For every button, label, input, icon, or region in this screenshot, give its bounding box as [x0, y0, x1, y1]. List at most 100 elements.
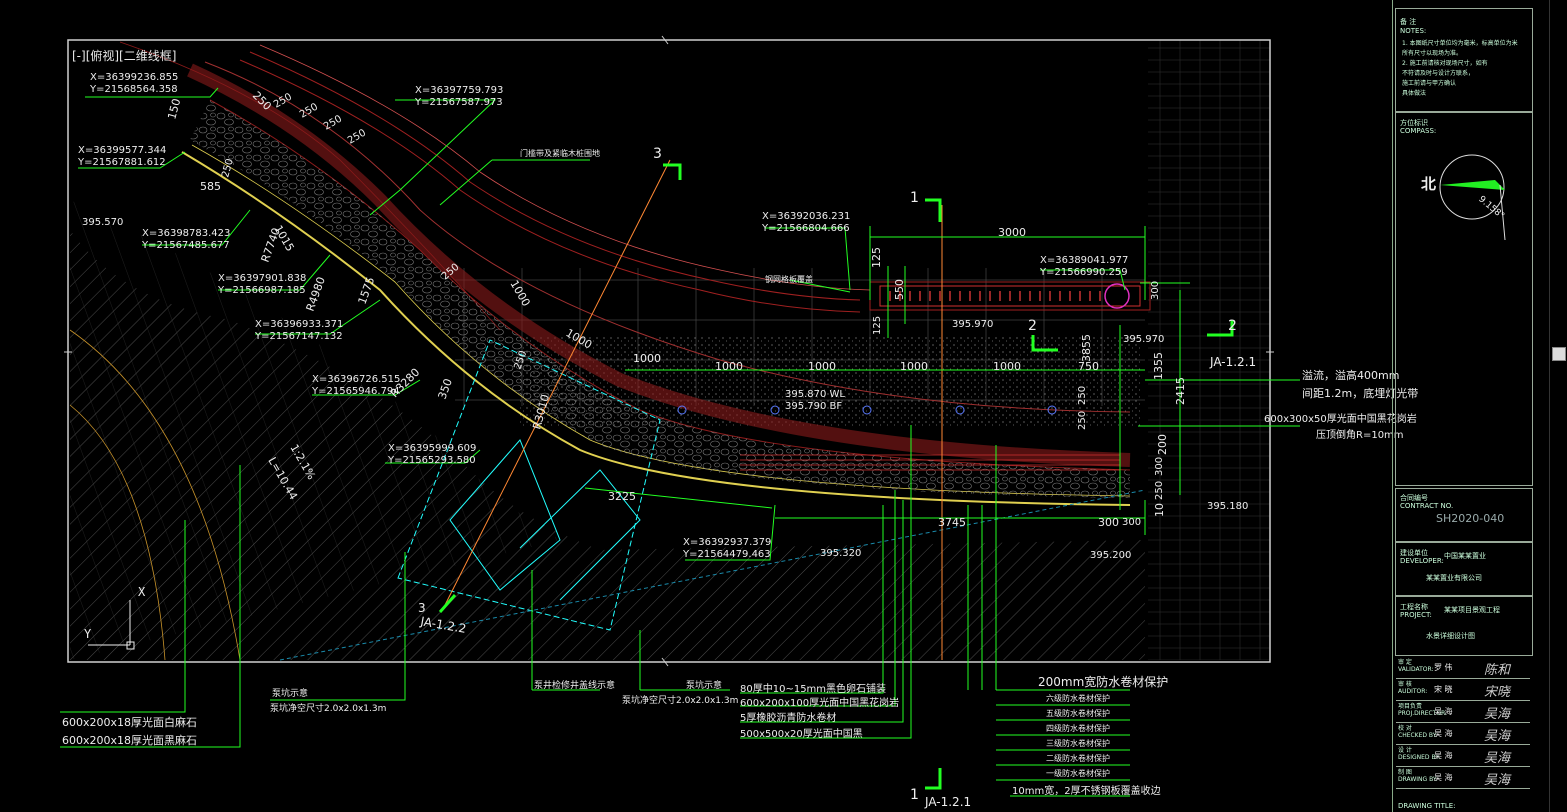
stone-band [190, 100, 1130, 498]
section-mark: 3 [418, 601, 426, 615]
ground-hatch [70, 40, 1270, 660]
project-name-1: 某某项目景观工程 [1444, 606, 1500, 614]
vertical-scrollbar[interactable] [1549, 0, 1567, 812]
nozzles [677, 405, 1057, 415]
role-en: PROJ.DIRECTOR: [1398, 710, 1448, 717]
dimension-label: 1000 [633, 352, 661, 365]
callout-label: 80厚中10~15mm黑色卵石铺装 [740, 682, 886, 695]
section-markers [438, 163, 1234, 790]
callout-label: 六级防水卷材保护 [1046, 693, 1110, 703]
role-name: 吴 海 [1434, 751, 1453, 760]
coordinate-y: Y=21565946.794 [311, 386, 400, 397]
note-line: 具体做法 [1402, 90, 1427, 97]
elevation-label: 395.870 WL [785, 389, 845, 400]
section-line-3 [444, 159, 671, 606]
contract-number: SH2020-040 [1436, 512, 1505, 525]
coordinate-x: X=36398783.423 [142, 228, 230, 239]
role-cn: 审 定 [1398, 659, 1412, 666]
dimension-label: 125 [872, 316, 883, 335]
contract-en: CONTRACT NO. [1400, 502, 1454, 510]
dimension-label: 3225 [608, 490, 636, 503]
callout-label: 二级防水卷材保护 [1046, 753, 1110, 763]
dimension-label: 250 [346, 128, 368, 147]
signature: 宋晓 [1484, 685, 1511, 700]
callout-label: 钢网格板覆盖 [765, 274, 813, 284]
dimension-label: 585 [200, 180, 221, 193]
coordinate-y: Y=21564479.463 [682, 549, 771, 560]
project-box: 工程名称 PROJECT: 某某项目景观工程 水景详细设计图 [1395, 596, 1533, 656]
section-mark: 1 [910, 190, 919, 206]
north-label: 北 [1421, 175, 1437, 193]
coordinate-y: Y=21567881.612 [77, 157, 166, 168]
scrollbar-thumb[interactable] [1552, 347, 1566, 361]
elevation-label: 395.790 BF [785, 401, 842, 412]
role-name: 吴 海 [1434, 729, 1453, 738]
dimension-label: 250 [220, 157, 236, 178]
dimension-label: 250 [1154, 481, 1165, 500]
dimension-label: 1575 [356, 275, 378, 306]
signature: 吴海 [1484, 751, 1511, 766]
compass-box: 方位标识 COMPASS: 北 9.158° [1395, 112, 1533, 486]
notes-en: NOTES: [1400, 27, 1427, 35]
drawing-title-en: DRAWING TITLE: [1398, 802, 1456, 810]
callout-label: 一级防水卷材保护 [1046, 768, 1110, 778]
coordinate-y: Y=21567485.677 [141, 240, 230, 251]
callout-label: 泵坑净空尺寸2.0x2.0x1.3m [270, 702, 386, 714]
dimension-label: 750 [1078, 360, 1099, 373]
coordinate-y: Y=21567587.973 [414, 97, 503, 108]
compass-en: COMPASS: [1400, 127, 1437, 135]
dimension-label: 1000 [808, 360, 836, 373]
dimension-label: 300 [1150, 281, 1161, 300]
compass-label: 方位标识 [1400, 119, 1428, 127]
project-label: 工程名称 [1400, 603, 1428, 611]
callout-label: 三级防水卷材保护 [1046, 738, 1110, 748]
role-en: DESIGNED BY: [1398, 754, 1441, 761]
contract-box: 合同编号 CONTRACT NO. [1395, 488, 1533, 542]
pump-pit-outlines [279, 339, 1146, 661]
dimension-label: 350 [436, 377, 455, 401]
callout-label: 五级防水卷材保护 [1046, 708, 1110, 718]
elevation-label: 395.570 [82, 217, 123, 228]
callout-label: 泵坑示意 [686, 679, 722, 691]
developer-name-1: 中国某某置业 [1444, 552, 1486, 560]
callout-label: 600x200x18厚光面白麻石 [62, 715, 197, 729]
signature: 吴海 [1484, 729, 1511, 744]
coordinate-x: X=36399236.855 [90, 72, 178, 83]
role-cn: 制 图 [1398, 769, 1412, 776]
developer-box: 建设单位 DEVELOPER: 中国某某置业 某某置业有限公司 [1395, 542, 1533, 596]
coordinate-y: Y=21568564.358 [89, 84, 178, 95]
viewport-label[interactable]: [-][俯视][二维线框] [72, 49, 177, 63]
dimension-label: 3000 [998, 226, 1026, 239]
leader-lines [60, 87, 1300, 797]
contract-label: 合同编号 [1400, 494, 1428, 502]
developer-label: 建设单位 [1400, 549, 1428, 557]
dimension-label: 150 [165, 97, 183, 121]
note-line: 所有尺寸以现场为准。 [1402, 50, 1463, 57]
dimension-label: 10 [1153, 503, 1166, 517]
coordinate-y: Y=21566804.666 [761, 223, 850, 234]
callout-label: 泵坑净空尺寸2.0x2.0x1.3m [622, 694, 738, 706]
callout-label: 泵井检修井盖线示意 [534, 679, 615, 691]
section-mark: JA-1.2.1 [924, 795, 971, 809]
coordinate-x: X=36395999.609 [388, 443, 476, 454]
dimension-label: 550 [893, 279, 906, 300]
role-cn: 校 对 [1398, 725, 1412, 732]
callout-label: 门槛带及紧临木桩围地 [520, 148, 600, 158]
role-en: AUDITOR: [1398, 688, 1428, 695]
elevation-label: 395.180 [1207, 501, 1248, 512]
notes-list: 1. 本图纸尺寸单位均为毫米，标高单位为米 所有尺寸以现场为准。2. 施工前请核… [1402, 39, 1518, 99]
callout-label: 600x300x50厚光面中国黑花岗岩 [1264, 412, 1417, 425]
callout-label: 5厚橡胶沥青防水卷材 [740, 711, 836, 724]
section-mark: JA-1.2.1 [1209, 355, 1256, 369]
role-name: 吴 海 [1434, 707, 1453, 716]
dimension-label: 250 [1077, 386, 1088, 405]
section-mark: 2 [1028, 318, 1037, 334]
callout-label: 间距1.2m，底埋灯光带 [1302, 386, 1418, 400]
